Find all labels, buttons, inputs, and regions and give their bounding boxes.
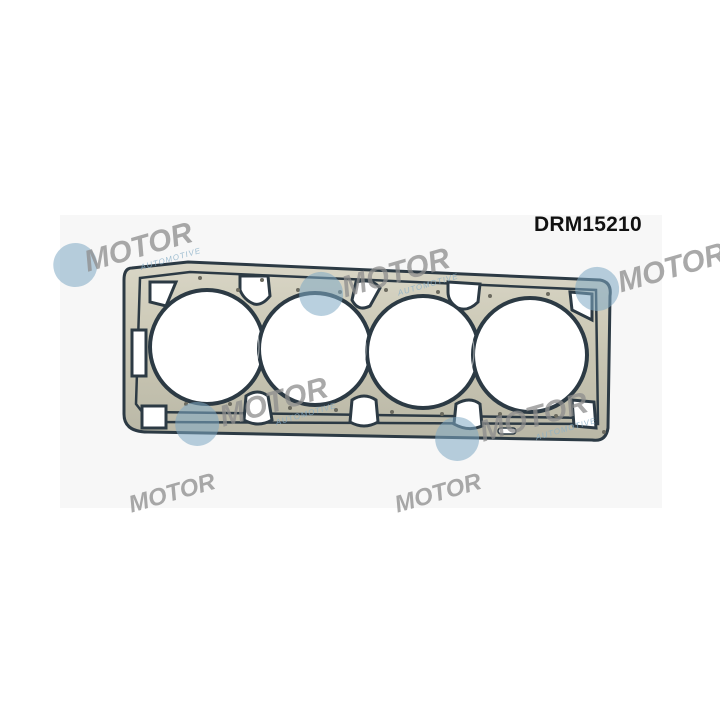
bore-3 bbox=[365, 294, 481, 410]
bore-4 bbox=[471, 296, 589, 414]
bore-2 bbox=[257, 291, 373, 407]
product-code-label: DRM15210 bbox=[534, 213, 642, 236]
